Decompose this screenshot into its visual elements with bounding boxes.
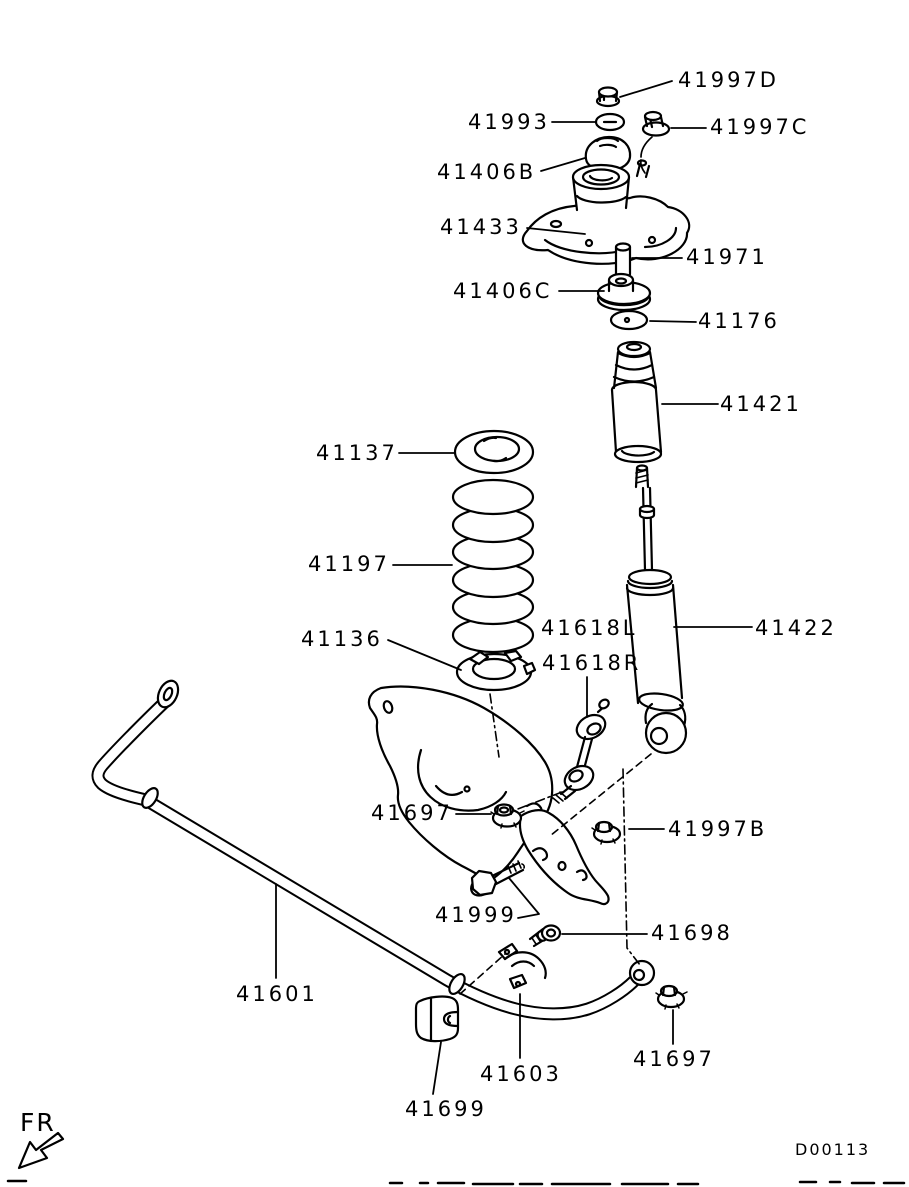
coil-spring-drawing <box>451 478 535 654</box>
part-label-41997b: 41997B <box>668 817 768 841</box>
fr-direction-arrow-icon <box>17 1131 65 1170</box>
mount-stack-drawing <box>521 86 691 464</box>
part-label-41176: 41176 <box>698 309 780 333</box>
part-label-41421: 41421 <box>720 392 802 416</box>
diagram-code: D00113 <box>795 1140 871 1159</box>
stabilizer-bushing-drawing <box>414 995 460 1043</box>
stabilizer-link-drawing <box>552 698 610 804</box>
part-label-41197: 41197 <box>308 552 390 576</box>
shock-absorber-drawing <box>625 464 688 755</box>
trailing-arm-drawing <box>367 685 610 906</box>
fastener-drawings <box>470 803 688 1010</box>
part-label-41697-bar: 41697 <box>633 1047 715 1071</box>
part-label-41406b: 41406B <box>437 160 537 184</box>
lower-spring-seat-drawing <box>455 649 537 692</box>
part-label-41697-arm: 41697 <box>371 801 453 825</box>
part-label-41997d: 41997D <box>678 68 779 92</box>
part-label-41698: 41698 <box>651 921 733 945</box>
stabilizer-bracket-drawing <box>497 942 547 990</box>
part-label-41601: 41601 <box>236 982 318 1006</box>
part-label-41603: 41603 <box>480 1062 562 1086</box>
upper-spring-seat-drawing <box>453 429 535 475</box>
part-label-41422: 41422 <box>755 616 837 640</box>
part-label-41993: 41993 <box>468 110 550 134</box>
part-label-41433: 41433 <box>440 215 522 239</box>
part-label-41997c: 41997C <box>710 115 810 139</box>
part-label-41618l: 41618L <box>541 616 638 640</box>
fr-direction-label: FR <box>20 1108 56 1137</box>
part-label-41136: 41136 <box>301 627 383 651</box>
part-label-41618r: 41618R <box>542 651 642 675</box>
part-label-41699: 41699 <box>405 1097 487 1121</box>
bottom-edge-marks <box>6 1179 906 1186</box>
part-label-41999: 41999 <box>435 903 517 927</box>
part-label-41406c: 41406C <box>453 279 553 303</box>
part-label-41137: 41137 <box>316 441 398 465</box>
stabilizer-bar-drawing <box>91 679 656 1021</box>
assembly-alignment-lines <box>459 693 652 995</box>
leader-lines <box>275 80 753 1095</box>
part-label-41971: 41971 <box>686 245 768 269</box>
